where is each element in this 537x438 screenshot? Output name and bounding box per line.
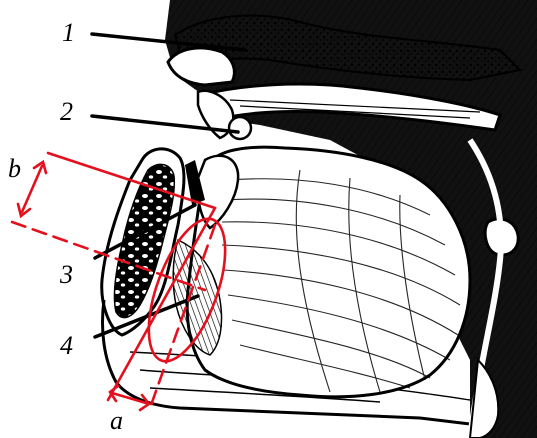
nasal-bone: [168, 48, 234, 85]
label-dimension-b: b: [8, 156, 21, 182]
label-4: 4: [60, 333, 73, 359]
label-1: 1: [62, 20, 75, 46]
label-2: 2: [60, 99, 73, 125]
upper-incisor: [229, 117, 251, 139]
label-dimension-a: a: [110, 408, 123, 434]
label-3: 3: [60, 262, 73, 288]
dimension-b-line: [22, 166, 42, 212]
engraving: [99, 0, 537, 438]
